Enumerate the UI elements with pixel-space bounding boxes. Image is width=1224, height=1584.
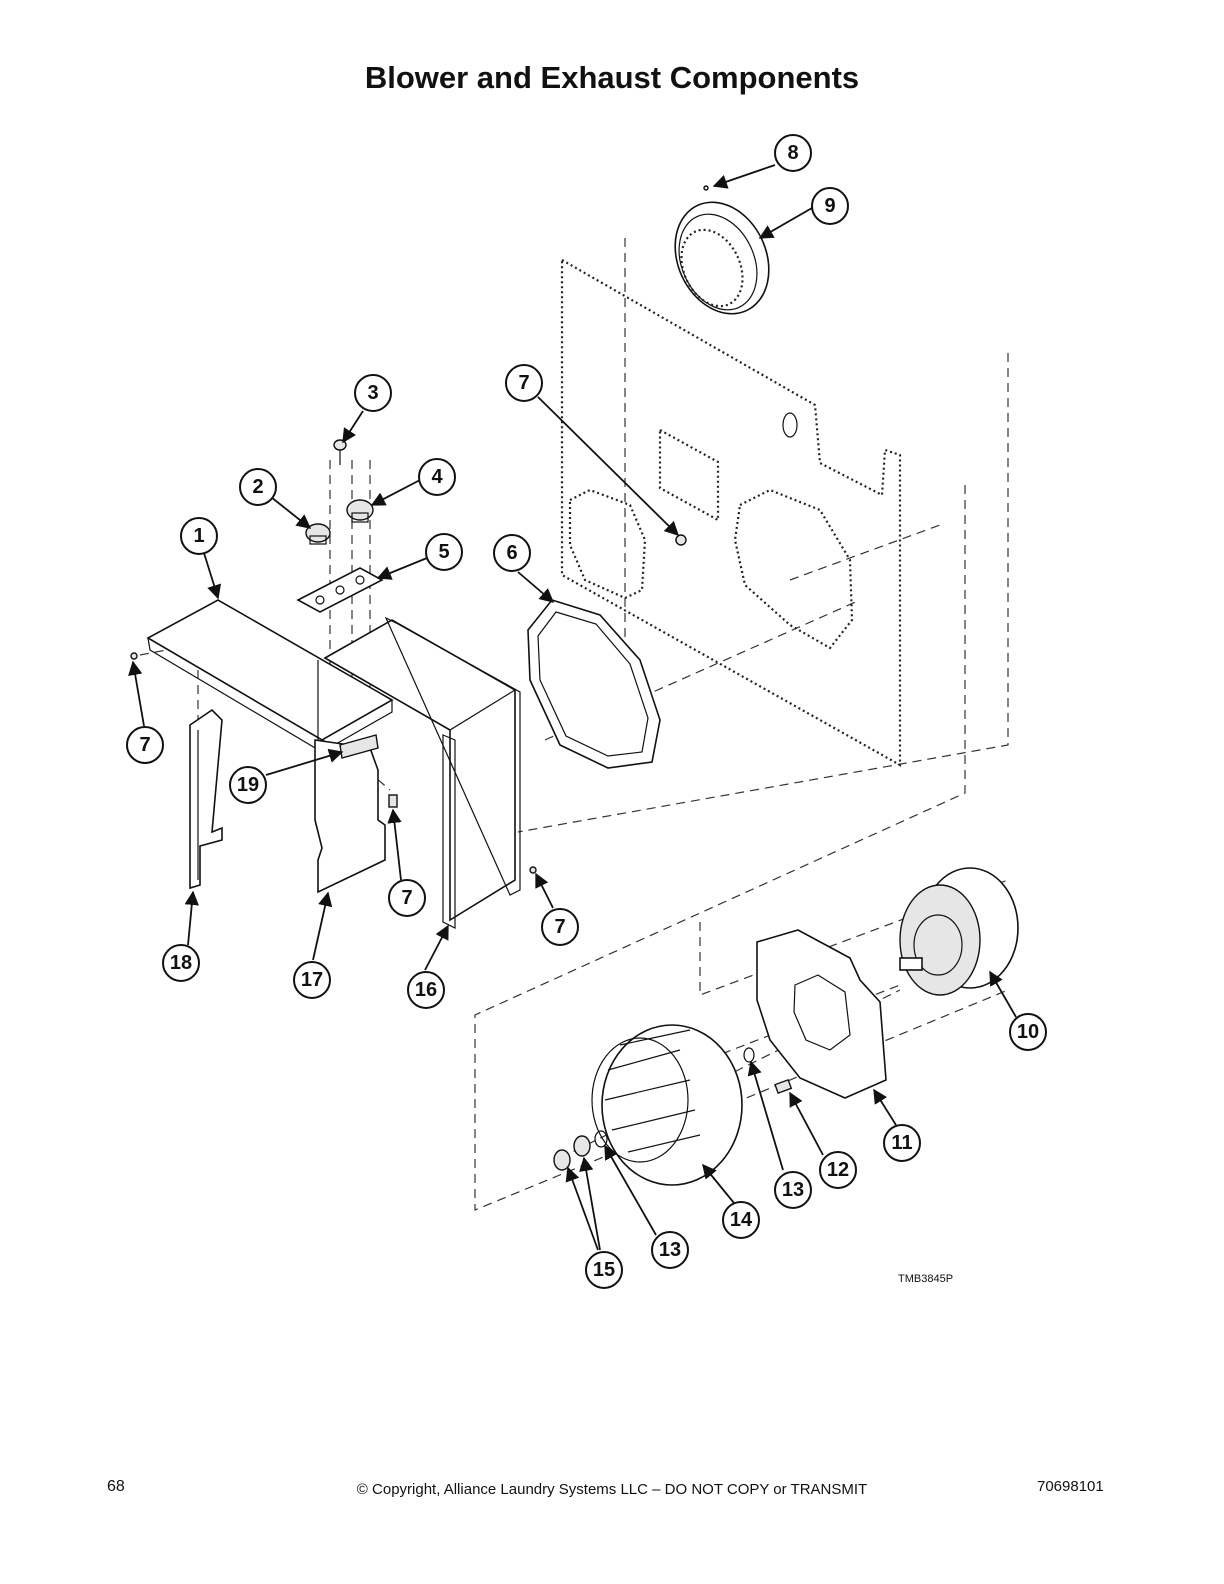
callout: 7 <box>126 726 164 764</box>
callouts: 1 2 3 4 5 6 7 7 7 7 7 8 9 10 11 12 13 13… <box>126 134 1047 1289</box>
callout: 9 <box>811 187 849 225</box>
callout: 11 <box>883 1124 921 1162</box>
callout: 10 <box>1009 1013 1047 1051</box>
svg-text:7: 7 <box>554 916 565 938</box>
svg-text:13: 13 <box>782 1179 804 1201</box>
octagon-gasket <box>527 599 661 769</box>
callout: 12 <box>819 1151 857 1189</box>
callout: 7 <box>541 908 579 946</box>
svg-text:13: 13 <box>659 1239 681 1261</box>
svg-text:3: 3 <box>367 382 378 404</box>
motor-mount-plate <box>756 929 887 1099</box>
callout: 19 <box>229 766 267 804</box>
callout: 18 <box>162 944 200 982</box>
svg-text:5: 5 <box>438 541 449 563</box>
leader-lines <box>128 164 1017 1251</box>
blower-wheel <box>591 1024 743 1186</box>
svg-text:1: 1 <box>193 525 204 547</box>
svg-text:11: 11 <box>891 1132 912 1154</box>
page-title: Blower and Exhaust Components <box>364 60 860 95</box>
page-number: 68 <box>107 1478 125 1495</box>
thermostat-screw <box>333 439 347 465</box>
svg-text:7: 7 <box>518 372 529 394</box>
callout: 6 <box>493 534 531 572</box>
washers-and-nuts <box>553 1047 793 1171</box>
screws <box>130 185 709 874</box>
svg-text:16: 16 <box>415 979 437 1001</box>
thermostat-right <box>346 499 374 523</box>
callout: 8 <box>774 134 812 172</box>
cover-plate <box>314 739 386 894</box>
callout: 16 <box>407 971 445 1009</box>
svg-text:4: 4 <box>431 466 443 488</box>
side-bracket <box>189 708 223 890</box>
svg-text:12: 12 <box>827 1159 849 1181</box>
callout: 7 <box>505 364 543 402</box>
svg-text:17: 17 <box>301 969 323 991</box>
thermostat-left <box>305 523 331 545</box>
svg-text:2: 2 <box>252 476 263 498</box>
copyright-notice: © Copyright, Alliance Laundry Systems LL… <box>356 1481 868 1498</box>
callout: 3 <box>354 374 392 412</box>
svg-text:18: 18 <box>170 952 192 974</box>
callout: 2 <box>239 468 277 506</box>
callout: 7 <box>388 879 426 917</box>
document-number: 70698101 <box>1037 1478 1104 1495</box>
blower-housing <box>323 616 521 929</box>
svg-text:14: 14 <box>730 1209 753 1231</box>
exhaust-ring <box>674 201 770 315</box>
drawing-reference-code: TMB3845P <box>898 1273 954 1285</box>
callout: 4 <box>418 458 456 496</box>
svg-text:7: 7 <box>401 887 412 909</box>
thermostat-bracket <box>296 567 384 613</box>
motor <box>899 867 1019 996</box>
svg-text:7: 7 <box>139 734 150 756</box>
callout: 1 <box>180 517 218 555</box>
svg-text:9: 9 <box>824 195 835 217</box>
callout: 5 <box>425 533 463 571</box>
callout: 15 <box>585 1251 623 1289</box>
callout: 13 <box>774 1171 812 1209</box>
callout: 17 <box>293 961 331 999</box>
top-cover-bracket <box>146 599 394 753</box>
callout: 13 <box>651 1231 689 1269</box>
callout: 14 <box>722 1201 760 1239</box>
svg-text:10: 10 <box>1017 1021 1039 1043</box>
svg-text:6: 6 <box>506 542 517 564</box>
svg-text:15: 15 <box>593 1259 615 1281</box>
svg-text:19: 19 <box>237 774 259 796</box>
svg-text:8: 8 <box>787 142 798 164</box>
